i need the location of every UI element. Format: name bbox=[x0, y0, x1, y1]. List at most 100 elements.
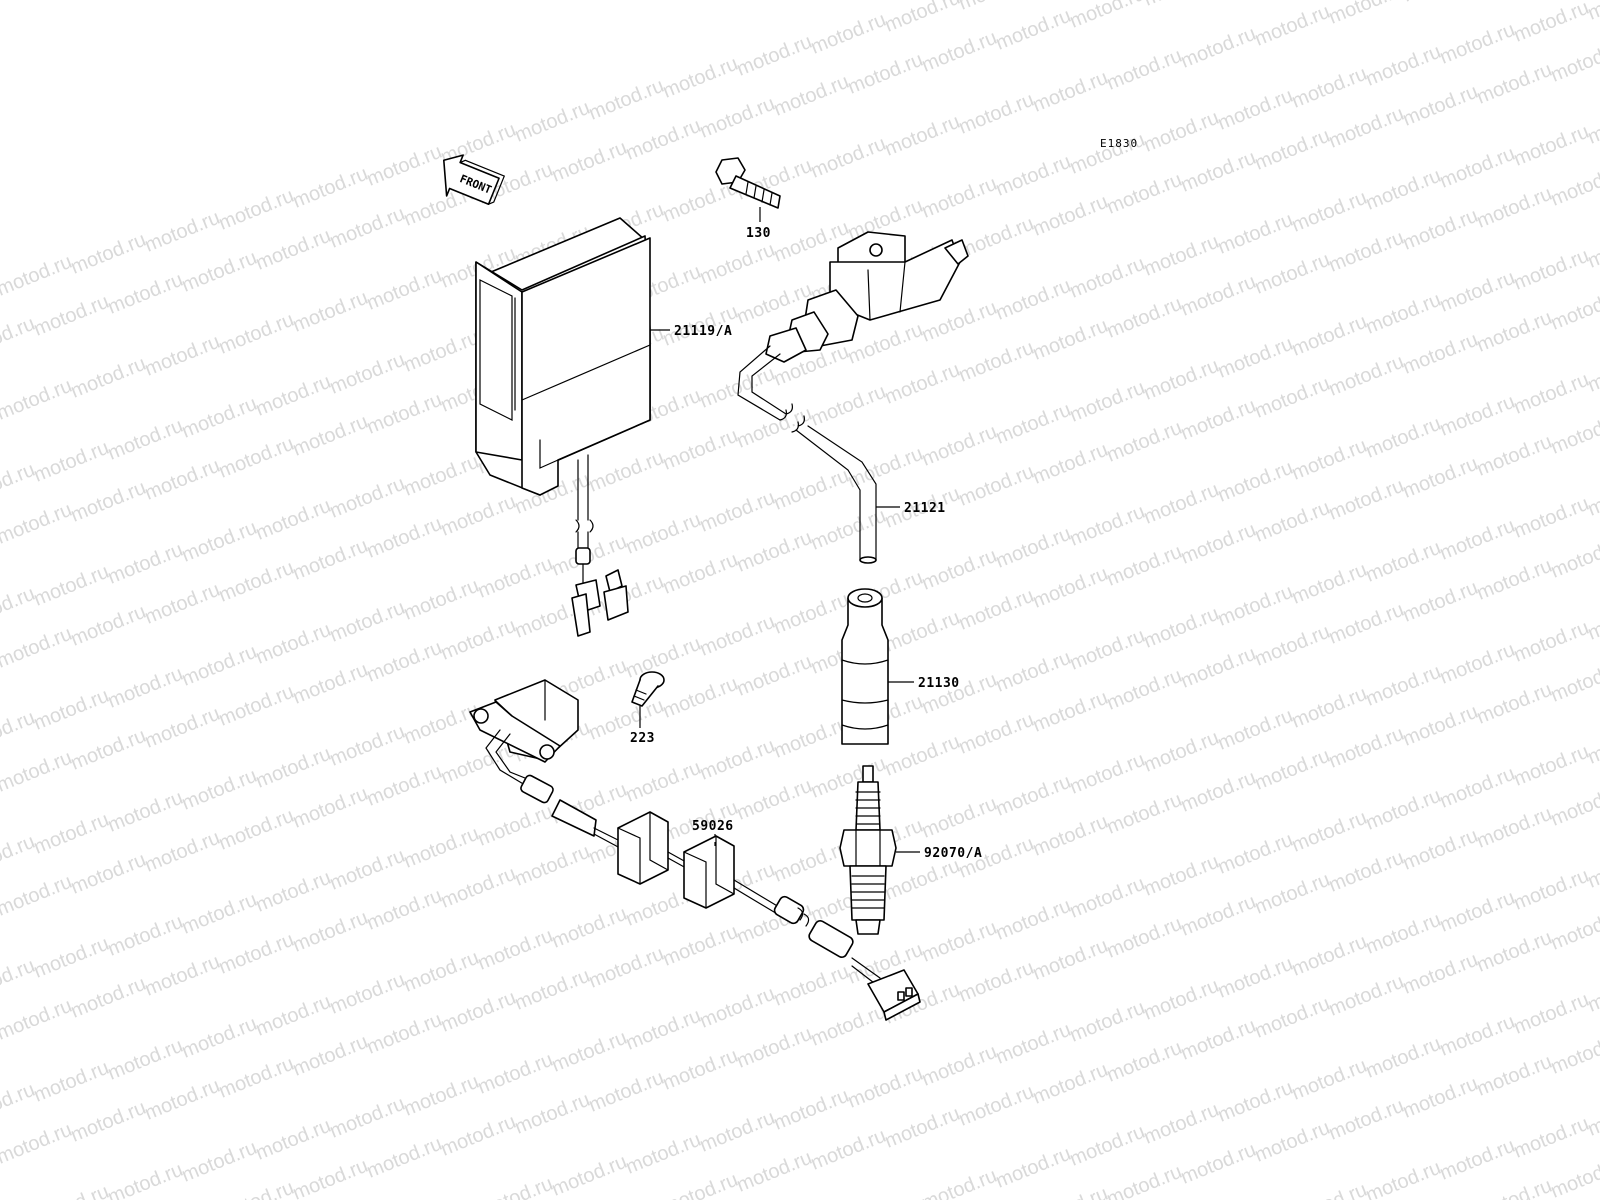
watermark-text: motod.ru bbox=[993, 1019, 1074, 1069]
bolt-icon[interactable] bbox=[715, 157, 781, 222]
watermark-text: motod.ru bbox=[1178, 147, 1259, 197]
watermark-text: motod.ru bbox=[290, 411, 371, 461]
watermark-text: motod.ru bbox=[956, 0, 1037, 15]
watermark-text: motod.ru bbox=[1215, 829, 1296, 879]
watermark-text: motod.ru bbox=[1289, 559, 1370, 609]
watermark-text: motod.ru bbox=[364, 637, 445, 687]
watermark-text: motod.ru bbox=[1252, 497, 1333, 547]
watermark-text: motod.ru bbox=[290, 783, 371, 833]
watermark-text: motod.ru bbox=[993, 399, 1074, 449]
watermark-text: motod.ru bbox=[364, 265, 445, 315]
watermark-text: motod.ru bbox=[623, 509, 704, 559]
watermark-text: motod.ru bbox=[586, 447, 667, 497]
watermark-text: motod.ru bbox=[993, 523, 1074, 573]
watermark-text: motod.ru bbox=[0, 871, 75, 921]
watermark-text: motod.ru bbox=[919, 793, 1000, 843]
watermark-text: motod.ru bbox=[1437, 639, 1518, 689]
watermark-text: motod.ru bbox=[623, 1005, 704, 1055]
watermark-text: motod.ru bbox=[1363, 1033, 1444, 1083]
watermark-text: motod.ru bbox=[623, 757, 704, 807]
pickup-coil-icon[interactable] bbox=[469, 679, 921, 1021]
watermark-text: motod.ru bbox=[105, 663, 186, 713]
watermark-text: motod.ru bbox=[216, 681, 297, 731]
watermark-text: motod.ru bbox=[1548, 1153, 1600, 1200]
watermark-text: motod.ru bbox=[364, 513, 445, 563]
watermark-text: motod.ru bbox=[364, 389, 445, 439]
watermark-text: motod.ru bbox=[31, 685, 112, 735]
watermark-text: motod.ru bbox=[327, 597, 408, 647]
watermark-text: motod.ru bbox=[1474, 307, 1555, 357]
watermark-text: motod.ru bbox=[771, 71, 852, 121]
spark-plug-cap-icon[interactable] bbox=[841, 588, 914, 745]
watermark-text: motod.ru bbox=[956, 1081, 1037, 1131]
watermark-text: motod.ru bbox=[1400, 1073, 1481, 1123]
watermark-text: motod.ru bbox=[808, 505, 889, 555]
watermark-text: motod.ru bbox=[68, 1097, 149, 1147]
watermark-text: motod.ru bbox=[216, 805, 297, 855]
watermark-text: motod.ru bbox=[142, 207, 223, 257]
watermark-text: motod.ru bbox=[1141, 107, 1222, 157]
watermark-text: motod.ru bbox=[142, 703, 223, 753]
watermark-text: motod.ru bbox=[1067, 873, 1148, 923]
watermark-text: motod.ru bbox=[1474, 927, 1555, 977]
watermark-text: motod.ru bbox=[1252, 249, 1333, 299]
watermark-text: motod.ru bbox=[1400, 81, 1481, 131]
watermark-text: motod.ru bbox=[1030, 315, 1111, 365]
watermark-text: motod.ru bbox=[734, 1023, 815, 1073]
igniter-unit-icon[interactable] bbox=[475, 217, 670, 637]
watermark-text: motod.ru bbox=[142, 1075, 223, 1125]
watermark-text: motod.ru bbox=[586, 75, 667, 125]
watermark-text: motod.ru bbox=[105, 911, 186, 961]
watermark-text: motod.ru bbox=[327, 349, 408, 399]
watermark-text: motod.ru bbox=[401, 451, 482, 501]
watermark-text: motod.ru bbox=[1548, 409, 1600, 459]
watermark-text: motod.ru bbox=[660, 1045, 741, 1095]
watermark-text: motod.ru bbox=[438, 863, 519, 913]
watermark-text: motod.ru bbox=[1067, 997, 1148, 1047]
watermark-text: motod.ru bbox=[1511, 369, 1592, 419]
part-label-plug-cap: 21130 bbox=[918, 676, 960, 691]
watermark-text: motod.ru bbox=[216, 185, 297, 235]
watermark-text: motod.ru bbox=[512, 841, 593, 891]
ignition-coil-icon[interactable] bbox=[737, 231, 969, 564]
watermark-text: motod.ru bbox=[882, 731, 963, 781]
watermark-text: motod.ru bbox=[1511, 617, 1592, 667]
watermark-text: motod.ru bbox=[1400, 949, 1481, 999]
watermark-text: motod.ru bbox=[1030, 191, 1111, 241]
watermark-text: motod.ru bbox=[253, 1115, 334, 1165]
watermark-text: motod.ru bbox=[1326, 1095, 1407, 1145]
watermark-text: motod.ru bbox=[1252, 1, 1333, 51]
watermark-text: motod.ru bbox=[993, 647, 1074, 697]
watermark-text: motod.ru bbox=[290, 907, 371, 957]
watermark-text: motod.ru bbox=[1178, 891, 1259, 941]
watermark-text: motod.ru bbox=[438, 615, 519, 665]
watermark-text: motod.ru bbox=[327, 1093, 408, 1143]
watermark-text: motod.ru bbox=[1289, 435, 1370, 485]
watermark-text: motod.ru bbox=[1363, 41, 1444, 91]
watermark-text: motod.ru bbox=[1511, 493, 1592, 543]
watermark-text: motod.ru bbox=[993, 151, 1074, 201]
watermark-text: motod.ru bbox=[401, 575, 482, 625]
watermark-text: motod.ru bbox=[586, 943, 667, 993]
spark-plug-icon[interactable] bbox=[839, 765, 920, 935]
watermark-text: motod.ru bbox=[1511, 1113, 1592, 1163]
watermark-text: motod.ru bbox=[0, 623, 75, 673]
watermark-text: motod.ru bbox=[993, 1143, 1074, 1193]
watermark-text: motod.ru bbox=[253, 225, 334, 275]
screw-icon[interactable] bbox=[631, 671, 665, 728]
watermark-text: motod.ru bbox=[68, 601, 149, 651]
part-label-pickup-sensor: 59026 bbox=[692, 819, 734, 834]
watermark-text: motod.ru bbox=[31, 1181, 112, 1200]
watermark-text: motod.ru bbox=[68, 849, 149, 899]
watermark-text: motod.ru bbox=[1548, 285, 1600, 335]
watermark-text: motod.ru bbox=[1141, 231, 1222, 281]
watermark-text: motod.ru bbox=[1474, 183, 1555, 233]
watermark-text: motod.ru bbox=[660, 921, 741, 971]
watermark-text: motod.ru bbox=[1289, 807, 1370, 857]
watermark-text: motod.ru bbox=[1030, 67, 1111, 117]
watermark-text: motod.ru bbox=[68, 725, 149, 775]
watermark-text: motod.ru bbox=[1326, 351, 1407, 401]
watermark-text: motod.ru bbox=[1289, 1055, 1370, 1105]
watermark-text: motod.ru bbox=[290, 163, 371, 213]
